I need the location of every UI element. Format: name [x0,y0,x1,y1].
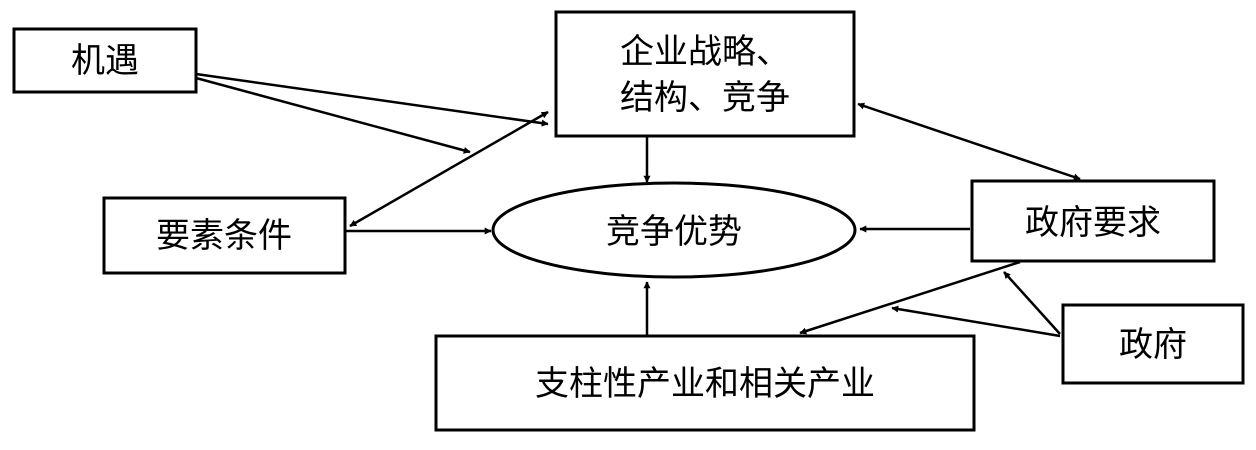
node-opportunity: 机遇 [12,27,198,94]
node-advantage-label: 竞争优势 [606,212,742,252]
node-government-label: 政府 [1119,325,1187,365]
edge-opportunity-to-factor [195,76,471,154]
node-opportunity-label: 机遇 [71,41,139,81]
node-strategy: 企业战略、 结构、竞争 [554,10,856,138]
node-strategy-label-line2: 结构、竞争 [620,78,790,118]
edges [195,72,1081,338]
node-strategy-label-line1: 企业战略、 [620,32,790,72]
node-factor-label: 要素条件 [156,216,292,256]
node-government: 政府 [1061,303,1245,385]
node-industry-label: 支柱性产业和相关产业 [535,364,875,404]
edge-strategy-gov-demand-bidirectional [857,102,1081,181]
edge-strategy-factor-bidirectional [349,110,549,228]
node-gov-demand-label: 政府要求 [1025,203,1161,243]
node-factor: 要素条件 [102,196,347,275]
edge-gov-demand-to-industry [799,260,1021,335]
edge-government-to-gov-demand [1003,271,1061,335]
node-advantage: 竞争优势 [491,181,857,279]
edge-government-to-industry-line [891,305,1061,338]
node-industry: 支柱性产业和相关产业 [434,334,976,432]
edge-opportunity-to-strategy [195,72,549,127]
node-gov-demand: 政府要求 [970,179,1216,263]
